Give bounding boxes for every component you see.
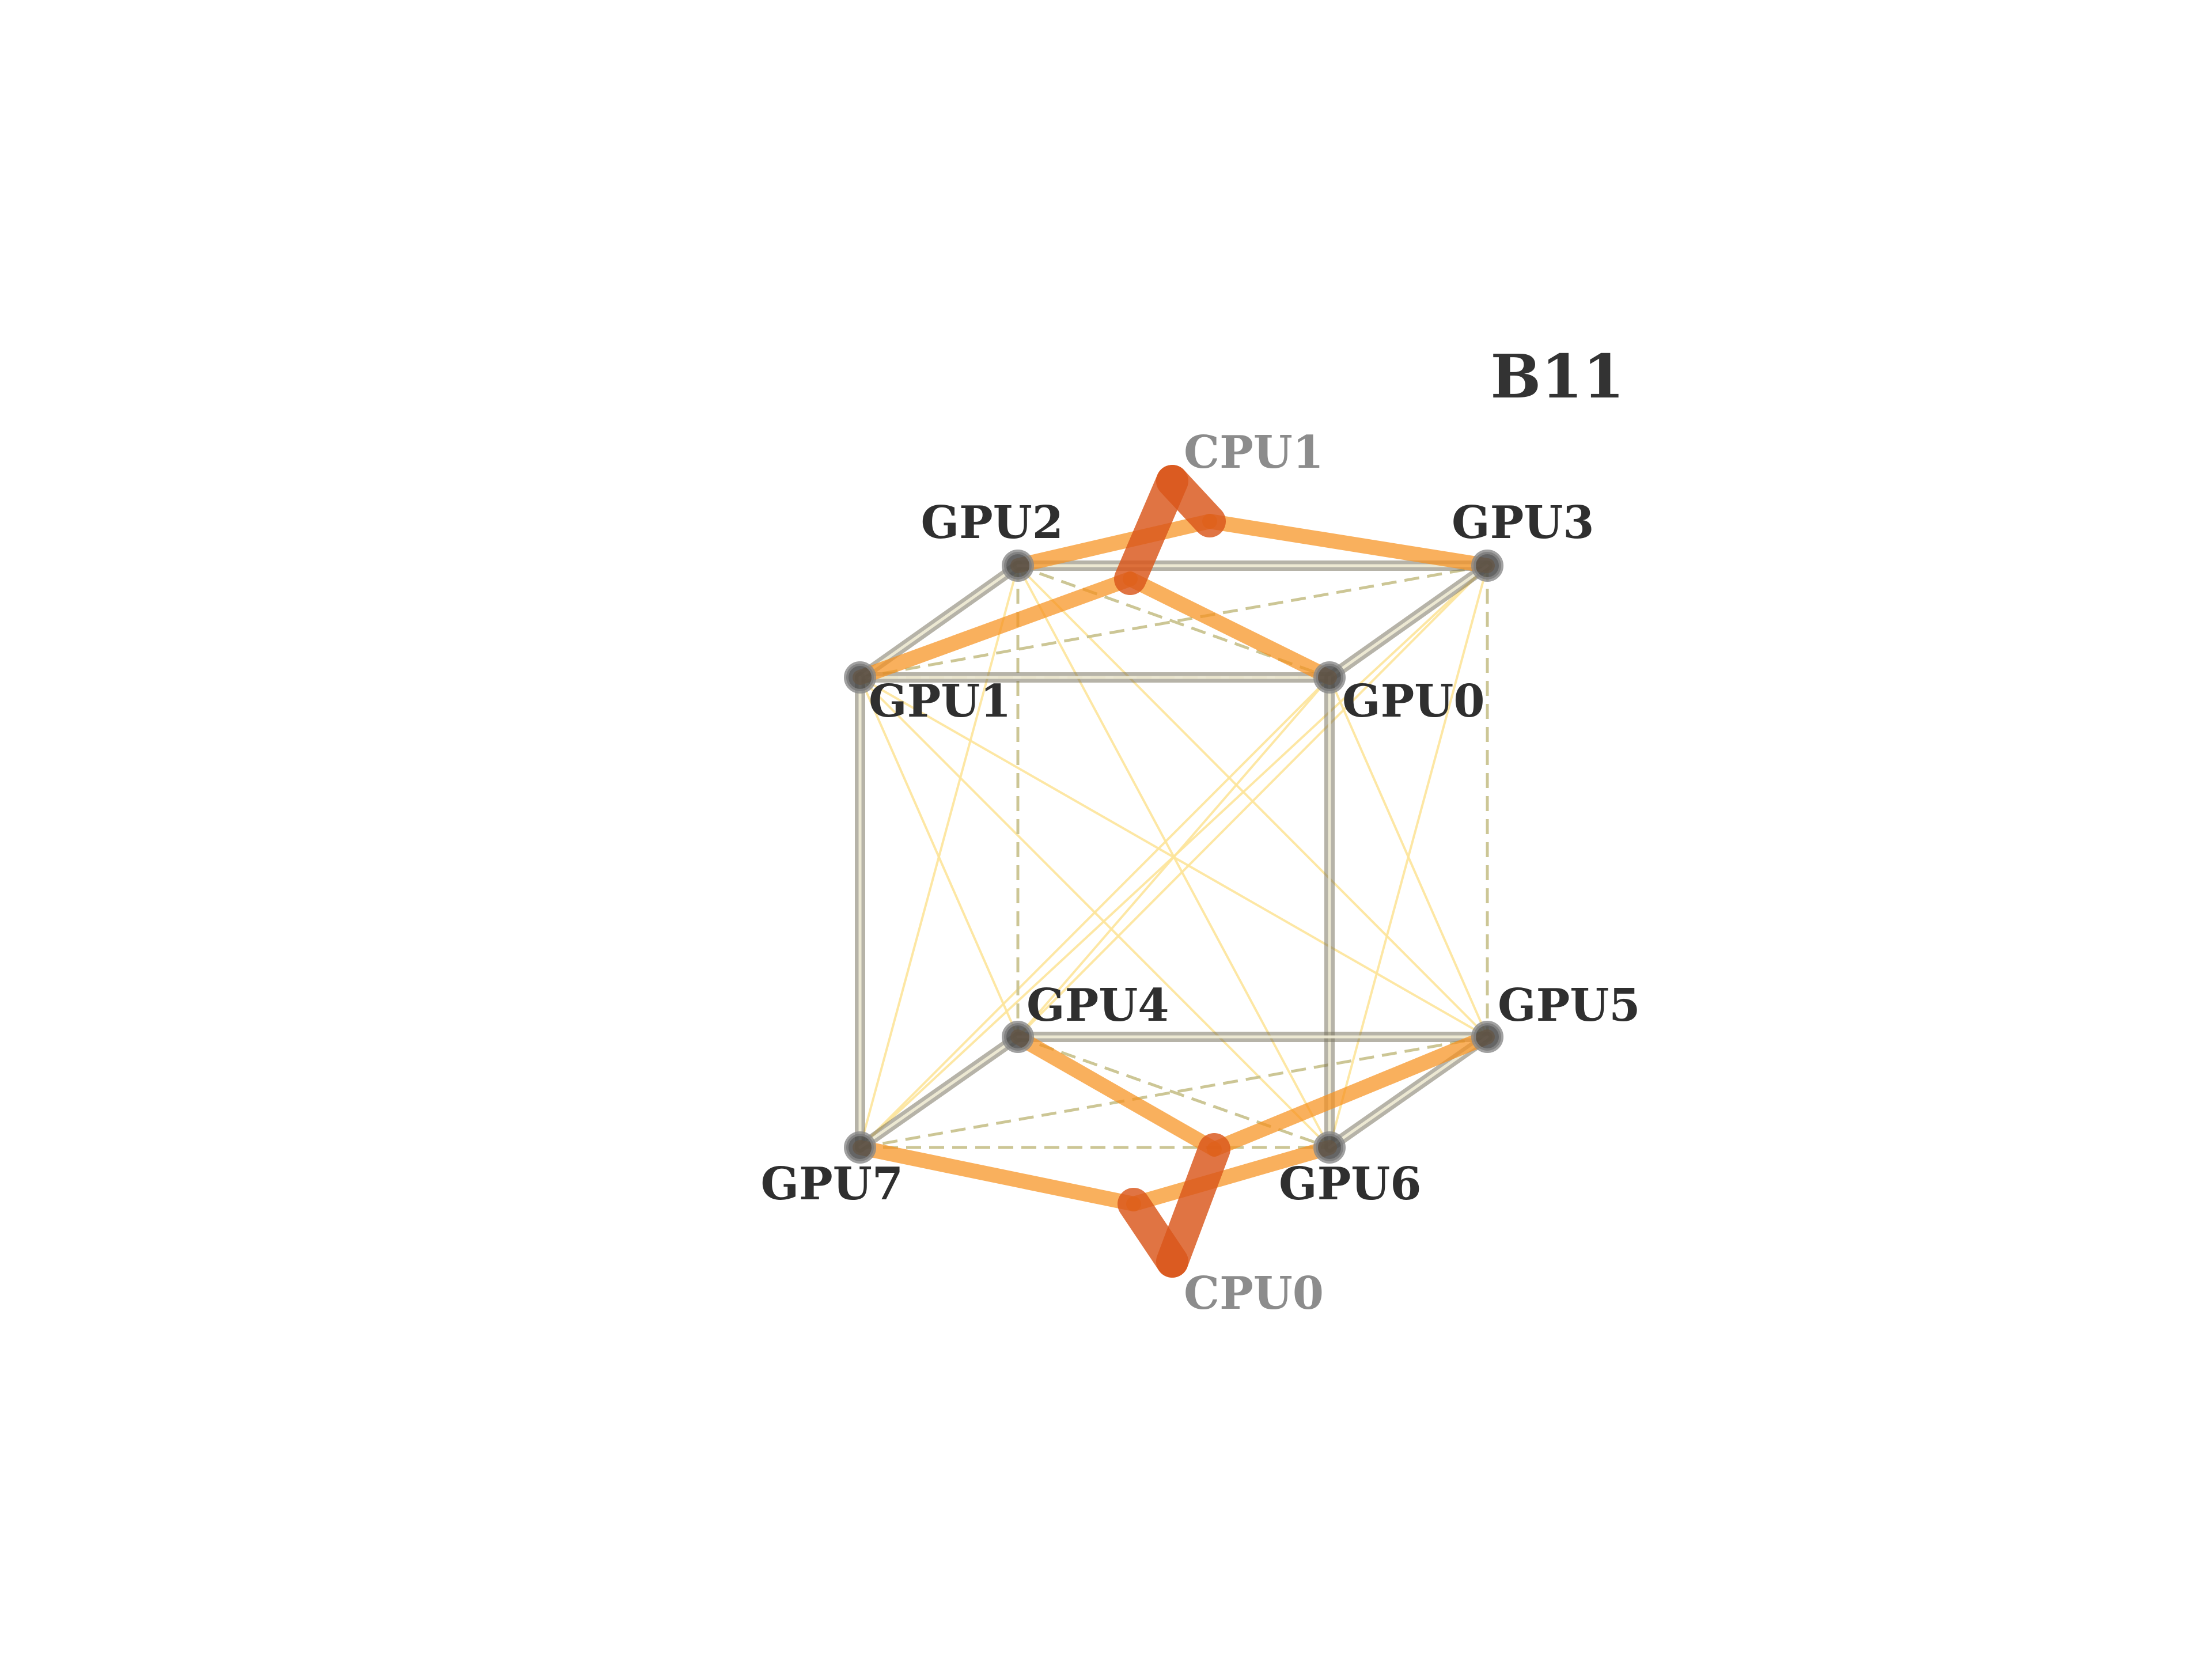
gpu2-node	[1002, 550, 1034, 582]
gpu7-label: GPU7	[760, 1158, 903, 1210]
nvlink-solid-links	[855, 560, 1493, 1153]
pcie-link-gpu0-gpu7	[859, 676, 1331, 1149]
cpu-link-cpu1-sw1a	[1114, 465, 1188, 595]
gpu7-node	[844, 1131, 876, 1164]
host-link-gpu2-sw1b	[1010, 514, 1217, 573]
nvlink-gpu0-gpu3-inner	[1328, 564, 1489, 679]
nvlink-dashed-gpu1-gpu3	[859, 564, 1488, 679]
cpu0-label: CPU0	[1184, 1267, 1324, 1320]
diagram-title: B11	[1490, 341, 1624, 412]
cpu-link-cpu0-sw0b	[1156, 1133, 1230, 1278]
host-link-gpu4-sw0b	[1010, 1029, 1222, 1157]
nvlink-dashed-gpu7-gpu5	[859, 1035, 1488, 1149]
host-link-gpu6-sw0a	[1126, 1140, 1337, 1211]
host-link-gpu1-sw1a	[853, 571, 1138, 685]
pcie-link-gpu1-gpu4	[859, 677, 1019, 1037]
host-link-gpu0-sw1a	[1123, 571, 1337, 685]
pcie-link-gpu0-gpu4	[1017, 676, 1331, 1038]
gpu0-node	[1313, 661, 1346, 694]
gpu4-label: GPU4	[1027, 979, 1169, 1032]
host-link-gpu7-sw0a	[853, 1140, 1141, 1211]
nvlink-gpu1-gpu2-inner	[858, 564, 1020, 679]
pcie-thin-links	[859, 565, 1488, 1149]
nvlink-gpu7-gpu4-inner	[858, 1035, 1020, 1149]
gpu1-node	[844, 661, 876, 694]
pcie-link-gpu0-gpu5	[1328, 677, 1488, 1037]
gpu3-label: GPU3	[1452, 497, 1594, 549]
gpu-nodes	[844, 550, 1503, 1164]
host-link-gpu3-sw1b	[1202, 514, 1495, 573]
cpu-links	[1114, 465, 1230, 1278]
pcie-link-gpu3-gpu4	[1017, 565, 1488, 1038]
nvlink-dashed-gpu2-gpu0	[1017, 564, 1330, 679]
host-pcie-links	[853, 514, 1495, 1211]
host-link-gpu5-sw0b	[1207, 1029, 1495, 1157]
gpu0-label: GPU0	[1342, 675, 1485, 728]
gpu6-label: GPU6	[1279, 1158, 1422, 1210]
gpu4-node	[1002, 1021, 1034, 1053]
gpu3-node	[1471, 550, 1503, 582]
gpu1-label: GPU1	[869, 675, 1012, 728]
cpu1-label: CPU1	[1184, 426, 1324, 479]
gpu6-node	[1313, 1131, 1346, 1164]
gpu5-label: GPU5	[1498, 979, 1641, 1032]
gpu2-label: GPU2	[921, 497, 1063, 549]
cpu-link-cpu1-sw1b	[1156, 465, 1226, 537]
nvlink-dashed-gpu4-gpu6	[1017, 1035, 1330, 1149]
gpu5-node	[1471, 1021, 1503, 1053]
